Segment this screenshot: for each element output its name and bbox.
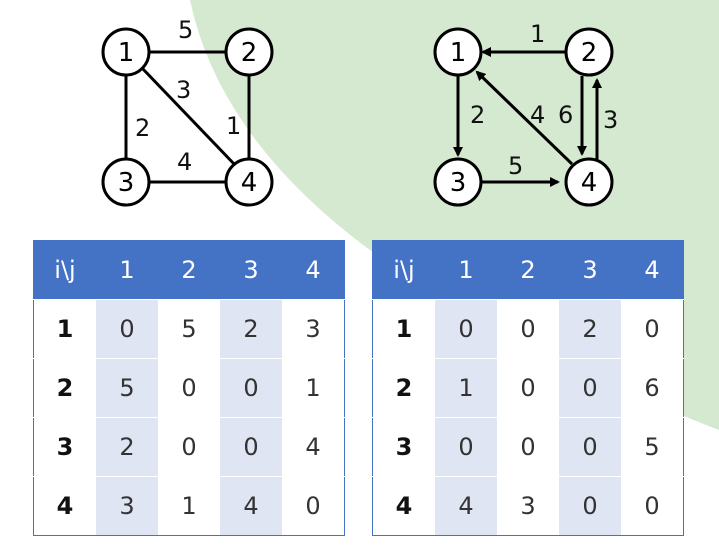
row-header: 2 xyxy=(372,358,435,418)
column-header: 2 xyxy=(158,240,220,300)
column-header: 4 xyxy=(282,240,345,300)
matrix-cell: 0 xyxy=(435,417,497,477)
undirected-edges xyxy=(124,50,251,184)
weight-1-4: 3 xyxy=(176,76,191,104)
node-2: 2 xyxy=(224,27,274,77)
matrix-cell: 0 xyxy=(621,299,684,359)
weight-2-4: 1 xyxy=(226,112,241,140)
matrix-cell: 1 xyxy=(282,358,345,418)
directed-graph: 1 2 4 6 3 5 1 2 3 4 xyxy=(433,20,618,207)
matrix-cell: 0 xyxy=(158,358,220,418)
matrix-cell: 0 xyxy=(559,358,621,418)
node-4: 4 xyxy=(224,157,274,207)
node-4: 4 xyxy=(564,157,614,207)
adjacency-matrix-undirected: i\j 1 2 3 4 1 0 5 2 3 2 5 0 0 1 3 2 0 0 … xyxy=(33,240,345,536)
matrix-cell: 6 xyxy=(621,358,684,418)
weight-1-2: 5 xyxy=(178,16,193,44)
matrix-cell: 0 xyxy=(621,476,684,536)
weight-4-1: 4 xyxy=(530,101,545,129)
column-header: 3 xyxy=(559,240,621,300)
node-label: 4 xyxy=(581,168,598,198)
matrix-cell: 1 xyxy=(435,358,497,418)
arc-4-1 xyxy=(475,70,574,166)
table-row: 1 0 0 2 0 xyxy=(372,299,684,359)
table-row: 3 0 0 0 5 xyxy=(372,417,684,477)
header-row: i\j 1 2 3 4 xyxy=(372,240,684,300)
matrix-cell: 2 xyxy=(559,299,621,359)
matrix-cell: 0 xyxy=(497,358,559,418)
matrix-cell: 4 xyxy=(435,476,497,536)
row-header: 3 xyxy=(372,417,435,477)
matrix-cell: 5 xyxy=(96,358,158,418)
matrix-cell: 0 xyxy=(559,417,621,477)
directed-edges xyxy=(453,47,602,187)
node-3: 3 xyxy=(433,157,483,207)
corner-header: i\j xyxy=(372,240,435,300)
matrix-cell: 2 xyxy=(220,299,282,359)
matrix-cell: 0 xyxy=(96,299,158,359)
matrix-cell: 5 xyxy=(621,417,684,477)
node-3: 3 xyxy=(101,157,151,207)
table-row: 1 0 5 2 3 xyxy=(33,299,345,359)
matrix-cell: 0 xyxy=(220,358,282,418)
directed-edge-weights: 1 2 4 6 3 5 xyxy=(470,20,618,180)
row-header: 1 xyxy=(33,299,96,359)
row-header: 2 xyxy=(33,358,96,418)
table-row: 2 5 0 0 1 xyxy=(33,358,345,418)
table-row: 4 4 3 0 0 xyxy=(372,476,684,536)
weight-1-3: 2 xyxy=(470,101,485,129)
undirected-edge-weights: 5 2 3 1 4 xyxy=(135,16,241,176)
matrix-cell: 0 xyxy=(497,299,559,359)
node-label: 4 xyxy=(241,168,258,198)
matrix-cell: 0 xyxy=(158,417,220,477)
column-header: 1 xyxy=(435,240,497,300)
node-label: 3 xyxy=(118,168,135,198)
node-label: 3 xyxy=(450,168,467,198)
node-label: 1 xyxy=(118,38,135,68)
matrix-cell: 0 xyxy=(435,299,497,359)
weight-3-4: 5 xyxy=(508,152,523,180)
node-1: 1 xyxy=(101,27,151,77)
undirected-graph: 5 2 3 1 4 1 2 3 4 xyxy=(101,16,274,207)
matrix-cell: 0 xyxy=(220,417,282,477)
table-row: 2 1 0 0 6 xyxy=(372,358,684,418)
matrix-cell: 3 xyxy=(282,299,345,359)
matrix-cell: 4 xyxy=(282,417,345,477)
row-header: 1 xyxy=(372,299,435,359)
matrix-cell: 0 xyxy=(497,417,559,477)
matrix-cell: 0 xyxy=(559,476,621,536)
weight-2-1: 1 xyxy=(530,20,545,48)
node-1: 1 xyxy=(433,27,483,77)
header-row: i\j 1 2 3 4 xyxy=(33,240,345,300)
column-header: 4 xyxy=(621,240,684,300)
directed-nodes: 1 2 3 4 xyxy=(433,27,614,207)
row-header: 3 xyxy=(33,417,96,477)
column-header: 3 xyxy=(220,240,282,300)
column-header: 1 xyxy=(96,240,158,300)
undirected-nodes: 1 2 3 4 xyxy=(101,27,274,207)
adjacency-matrix-directed: i\j 1 2 3 4 1 0 0 2 0 2 1 0 0 6 3 0 0 0 … xyxy=(372,240,684,536)
table-row: 4 3 1 4 0 xyxy=(33,476,345,536)
weight-1-3: 2 xyxy=(135,114,150,142)
column-header: 2 xyxy=(497,240,559,300)
row-header: 4 xyxy=(372,476,435,536)
node-2: 2 xyxy=(564,27,614,77)
weight-3-4: 4 xyxy=(177,148,192,176)
weight-2-4: 6 xyxy=(558,101,573,129)
row-header: 4 xyxy=(33,476,96,536)
node-label: 1 xyxy=(450,38,467,68)
node-label: 2 xyxy=(241,38,258,68)
weight-4-2: 3 xyxy=(603,106,618,134)
matrix-cell: 0 xyxy=(282,476,345,536)
edge-1-4 xyxy=(140,66,238,168)
matrix-cell: 1 xyxy=(158,476,220,536)
matrix-cell: 3 xyxy=(96,476,158,536)
matrix-cell: 2 xyxy=(96,417,158,477)
matrix-cell: 4 xyxy=(220,476,282,536)
matrix-cell: 3 xyxy=(497,476,559,536)
node-label: 2 xyxy=(581,38,598,68)
matrix-cell: 5 xyxy=(158,299,220,359)
corner-header: i\j xyxy=(33,240,96,300)
table-row: 3 2 0 0 4 xyxy=(33,417,345,477)
